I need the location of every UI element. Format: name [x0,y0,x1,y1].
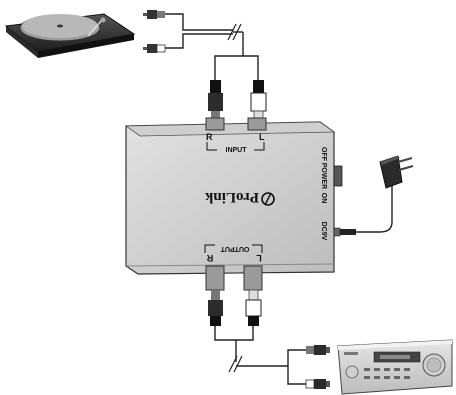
rca-plug [208,80,223,121]
turntable-rca-plugs [143,10,166,53]
turntable-icon [4,13,136,58]
input-label: INPUT [226,147,248,154]
receiver-icon [337,339,453,395]
power-label: POWER [320,163,327,189]
input-jack-l [247,117,267,131]
power-adapter-icon [379,155,414,189]
rca-plug [305,379,330,389]
input-l-label: L [259,132,265,142]
output-label: OUTPUT [220,245,250,252]
rca-plug [245,289,262,326]
output-jack-l [243,265,263,291]
input-rca-plugs [208,80,267,122]
output-r-label: R [206,253,213,263]
input-bracket [206,142,265,151]
rca-plug [147,44,157,53]
dc-label: DC9V [320,222,327,241]
phono-preamp-device: R L INPUT OUTPUT R L OFF POWER ON DC9V P… [124,117,343,291]
prolink-logo: ProLink [204,189,275,206]
power-on-label: ON [320,193,327,204]
receiver-rca-plugs [305,345,330,389]
power-adapter-cable [356,186,393,233]
dc-plug [340,229,356,235]
receiver-cable [214,326,306,385]
rca-plug [250,80,267,122]
output-bracket [204,244,263,253]
rca-plug [306,345,330,355]
input-r-label: R [206,132,213,142]
input-jack-r [205,117,225,131]
dc-jack [333,227,341,237]
power-off-label: OFF [320,147,327,162]
output-rca-plugs [208,289,262,326]
rca-plug [147,10,157,19]
cable-break-mark [227,23,242,41]
turntable-cable [165,13,259,80]
cable-break-mark [228,355,243,373]
rca-plug [208,290,223,326]
power-switch [333,165,343,187]
output-l-label: L [256,253,262,263]
brand-name: ProLink [204,189,259,205]
output-jack-r [205,265,225,291]
